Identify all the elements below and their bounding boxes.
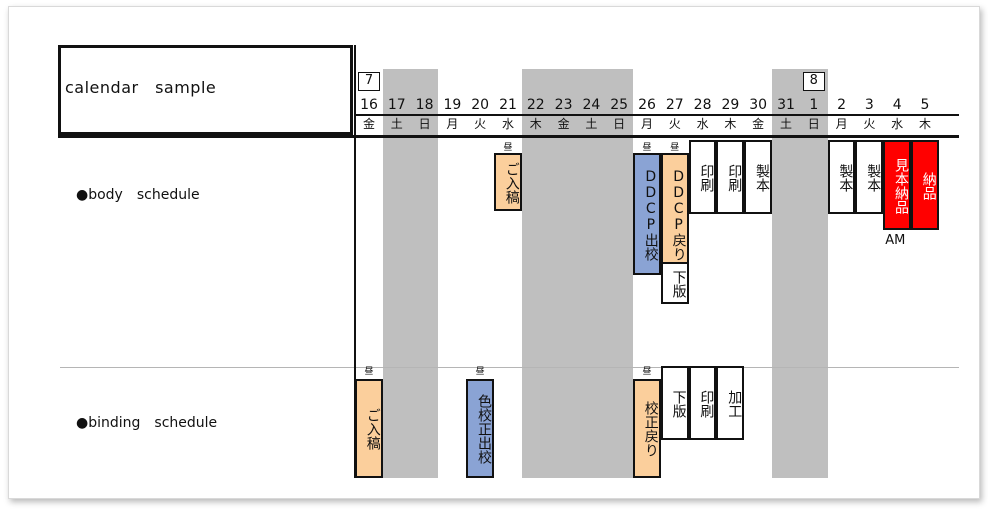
day-of-week: 土: [585, 117, 598, 131]
day-of-week: 月: [640, 117, 653, 131]
day-number: 29: [721, 97, 740, 113]
day-of-week: 火: [863, 117, 876, 131]
day-number: 28: [693, 97, 712, 113]
day-of-week: 火: [668, 117, 681, 131]
day-of-week: 月: [835, 117, 848, 131]
midday-mark: 昼: [642, 367, 652, 377]
task-bar: 製本: [827, 140, 856, 214]
page-title: calendar sample: [65, 78, 217, 97]
day-of-week: 金: [752, 117, 765, 131]
task-bar: 加工: [716, 366, 745, 440]
day-of-week: 日: [418, 117, 431, 131]
task-bar: 下版: [660, 262, 689, 304]
am-note: AM: [885, 233, 906, 248]
row-separator: [60, 367, 959, 368]
day-of-week: 木: [918, 117, 931, 131]
header-rule-bottom: [58, 135, 959, 138]
task-bar: 印刷: [688, 140, 717, 214]
day-number: 23: [554, 97, 573, 113]
day-number: 19: [443, 97, 462, 113]
task-bar: 下版: [660, 366, 689, 440]
day-of-week: 木: [724, 117, 737, 131]
day-number: 5: [920, 97, 930, 113]
day-number: 22: [526, 97, 545, 113]
task-bar: ご入稿: [494, 153, 522, 211]
day-of-week: 水: [696, 117, 709, 131]
day-number: 3: [864, 97, 874, 113]
day-number: 4: [892, 97, 902, 113]
day-number: 1: [809, 97, 819, 113]
day-number: 24: [582, 97, 601, 113]
month-label: 7: [358, 72, 380, 91]
task-bar: DDCP戻り: [660, 153, 689, 275]
day-of-week: 木: [529, 117, 542, 131]
day-number: 20: [471, 97, 490, 113]
day-of-week: 月: [446, 117, 459, 131]
day-number: 17: [387, 97, 406, 113]
day-number: 25: [610, 97, 629, 113]
day-number: 30: [749, 97, 768, 113]
day-of-week: 水: [501, 117, 514, 131]
task-bar: 校正戻り: [633, 379, 661, 478]
day-of-week: 土: [779, 117, 792, 131]
day-number: 31: [777, 97, 795, 113]
task-bar: 製本: [744, 140, 772, 214]
task-bar: 製本: [855, 140, 884, 214]
day-number: 27: [665, 97, 684, 113]
day-number: 2: [837, 97, 847, 113]
midday-mark: 昼: [475, 367, 485, 377]
day-of-week: 日: [807, 117, 820, 131]
midday-mark: 昼: [364, 367, 374, 377]
day-number: 18: [415, 97, 434, 113]
month-label: 8: [802, 72, 825, 91]
task-bar: 納品: [911, 140, 939, 230]
header-rule-top: [355, 114, 959, 116]
schedule-row-label: ●binding schedule: [76, 415, 218, 431]
midday-mark: 昼: [642, 143, 652, 153]
day-of-week: 火: [474, 117, 487, 131]
grid-start-line: [354, 45, 356, 478]
midday-mark: 昼: [503, 143, 513, 153]
task-bar: DDCP出校: [633, 153, 661, 275]
task-bar: 印刷: [688, 366, 717, 440]
day-of-week: 日: [613, 117, 626, 131]
day-number: 26: [638, 97, 656, 113]
midday-mark: 昼: [670, 143, 680, 153]
day-number: 16: [360, 97, 378, 113]
day-of-week: 金: [557, 117, 570, 131]
task-bar: 色校正出校: [466, 379, 494, 478]
task-bar: ご入稿: [355, 379, 383, 478]
title-box: calendar sample: [58, 45, 353, 135]
day-of-week: 金: [362, 117, 375, 131]
day-of-week: 水: [891, 117, 904, 131]
day-number: 21: [499, 97, 517, 113]
schedule-row-label: ●body schedule: [76, 187, 200, 203]
task-bar: 見本納品: [883, 140, 911, 230]
task-bar: 印刷: [716, 140, 745, 214]
day-of-week: 土: [390, 117, 403, 131]
